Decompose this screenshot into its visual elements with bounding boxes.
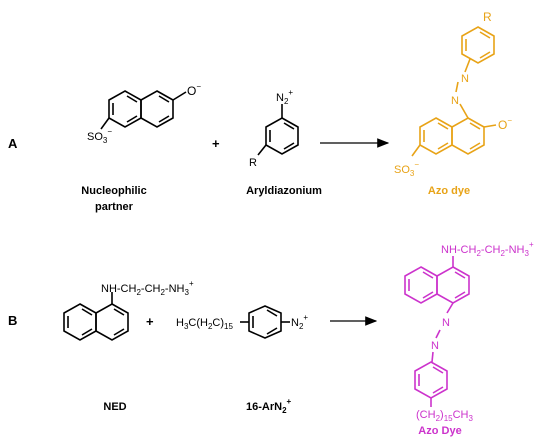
azo-dye-structure: [411, 26, 497, 157]
diazonium-n2: N2+: [291, 313, 308, 331]
azo-dye-b-n-bottom: N: [431, 340, 439, 352]
azo-dye-b-structure: [404, 256, 470, 407]
plus-sign-b: +: [146, 314, 154, 329]
naphthoxide-structure: [100, 90, 187, 130]
azo-dye-n-bottom: N: [451, 95, 459, 107]
azo-dye-n-top: N: [461, 73, 469, 85]
azo-dye-o-minus: O−: [498, 116, 512, 132]
diazonium-ring: [240, 305, 290, 339]
panel-label-b: B: [8, 313, 17, 328]
azo-dye-b-chain: NH-CH2-CH2-NH3+: [441, 240, 534, 258]
naphthoxide-o-minus: O−: [187, 82, 201, 98]
caption-nucleophilic: Nucleophilic: [81, 185, 146, 197]
caption-partner: partner: [95, 201, 134, 213]
diazonium-tail: H3C(H2C)15: [176, 317, 233, 331]
azo-dye-so3: SO3−: [394, 160, 419, 178]
caption-16-arn2: 16-ArN2+: [246, 397, 292, 415]
caption-azo-dye-b: Azo Dye: [418, 425, 461, 437]
caption-aryldiazonium: Aryldiazonium: [246, 185, 322, 197]
plus-sign-a: +: [212, 136, 220, 151]
aryldiazonium-n2: N2+: [276, 88, 293, 106]
ned-chain: NH-CH2-CH2-NH3+: [101, 279, 194, 297]
caption-ned: NED: [103, 401, 126, 413]
azo-dye-b-tail: (CH2)15CH3: [416, 409, 473, 423]
azo-dye-b-n-top: N: [442, 317, 450, 329]
ned-structure: [63, 292, 129, 341]
caption-azo-dye: Azo dye: [428, 185, 470, 197]
azo-dye-r: R: [483, 10, 492, 24]
panel-label-a: A: [8, 136, 18, 151]
naphthoxide-so3: SO3−: [87, 127, 112, 145]
aryldiazonium-r: R: [249, 157, 257, 169]
aryldiazonium-structure: [257, 104, 299, 156]
